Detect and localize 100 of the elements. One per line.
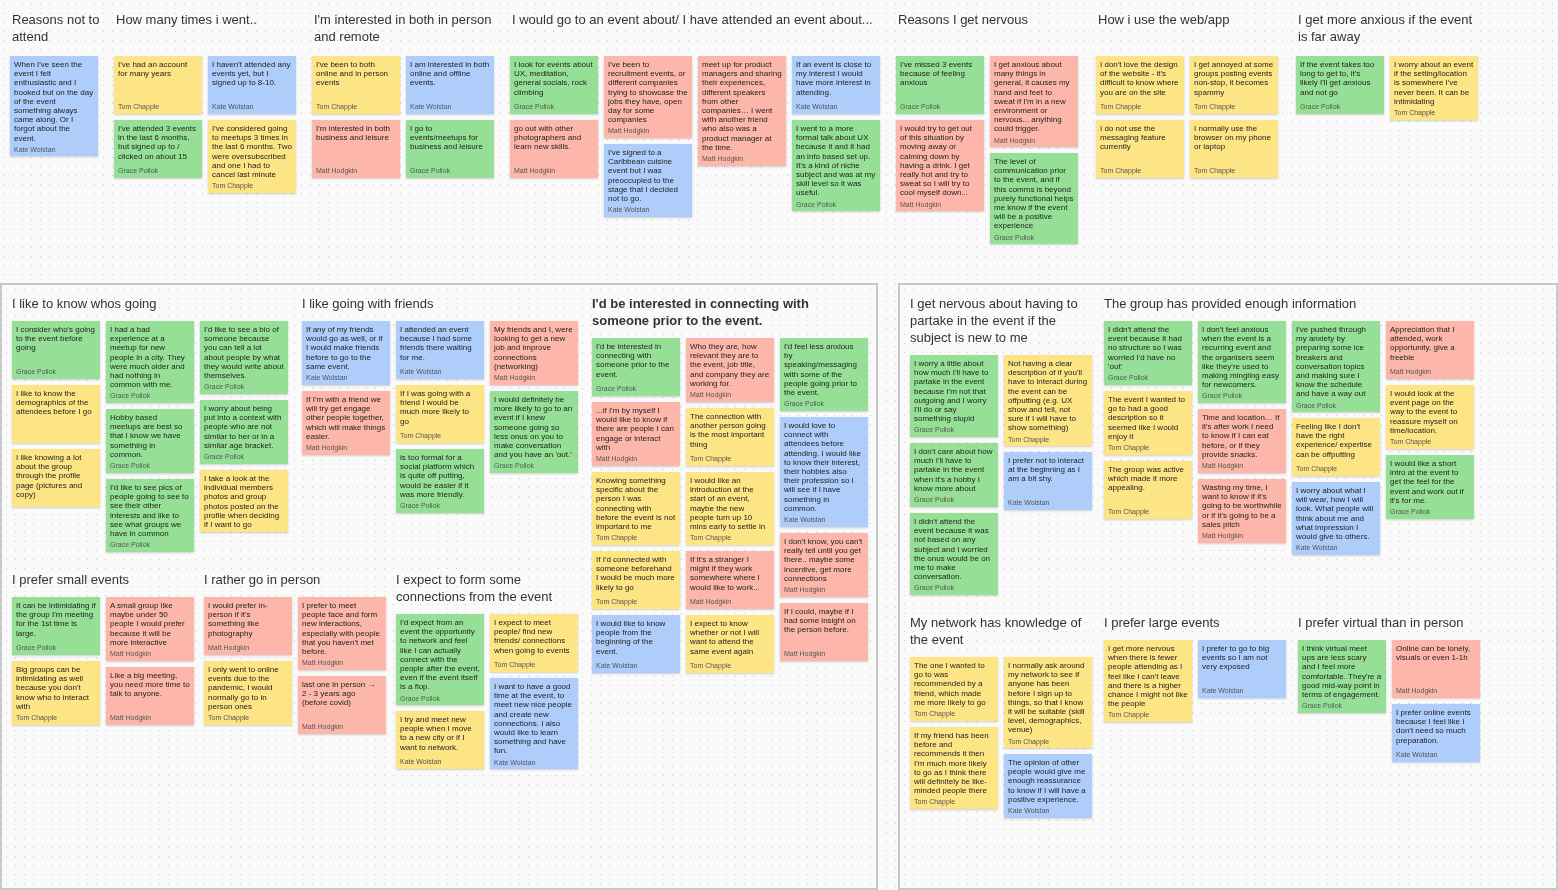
- note-text: I'm interested in both business and leisure: [316, 124, 391, 143]
- note-text: If the event takes too long to get to, it's likely I'll get anxious and not go: [1300, 60, 1376, 97]
- sticky-note: [1392, 640, 1480, 698]
- board-panel: [898, 283, 1558, 890]
- sticky-note: [1104, 391, 1192, 455]
- sticky-note: [12, 321, 100, 379]
- note-text: I would definitely be more likely to go to an event if I knew someone going so less onus on you to make conversation and you have an 'out.': [494, 395, 574, 460]
- sticky-note: [406, 120, 494, 178]
- sticky-note: [106, 409, 194, 473]
- sticky-note: [592, 551, 680, 609]
- note-text: I do not use the messaging feature currently: [1100, 124, 1167, 152]
- note-text: The connection with another person going is the most important thing: [690, 412, 767, 449]
- note-text: If my friend has been before and recommends it then I'm much more likely to go as I think there will definitely be like-minded people there: [914, 731, 990, 796]
- sticky-note: [1296, 56, 1384, 114]
- note-text: I worry about an event if the setting/location is somewhere I've never been. It can be intimidating: [1394, 60, 1474, 106]
- sticky-note: [312, 120, 400, 178]
- sticky-note: [592, 472, 680, 545]
- cluster-heading: I prefer large events: [1104, 615, 1221, 632]
- sticky-note: [114, 120, 202, 178]
- sticky-note: [490, 321, 578, 385]
- note-text: I think virtual meet ups are less scary and I feel more comfortable. They're a good mid-way point in terms of engagement.: [1302, 644, 1382, 700]
- note-text: If I could, maybe if I had some insight on the person before.: [784, 607, 857, 635]
- sticky-note: [106, 667, 194, 725]
- sticky-note: [200, 321, 288, 394]
- sticky-note: [1104, 461, 1192, 519]
- sticky-note: [990, 56, 1078, 148]
- sticky-note: [510, 120, 598, 178]
- sticky-note: [792, 56, 880, 114]
- sticky-note: [208, 56, 296, 114]
- note-text: The opinion of other people would give me enough reassurance to know if I will have a positive experience.: [1008, 758, 1087, 804]
- sticky-note: [208, 120, 296, 193]
- note-text: I normally ask around my network to see if anyone has been before I sign up to things, so that I know it will be suitable (skill level, demographics, venue): [1008, 661, 1086, 735]
- note-text: I would look at the event page on the way to the event to reassure myself on time/location.: [1390, 389, 1459, 435]
- note-text: Feeling like I don't have the right experience/ expertise can be offputting: [1296, 422, 1374, 459]
- sticky-note: [1004, 754, 1092, 818]
- cluster-heading: I get more anxious if the event is far away: [1298, 12, 1474, 46]
- cluster-heading: I rather go in person: [204, 572, 322, 589]
- note-text: Hobby based meetups are best so that I know we have something in common.: [110, 413, 184, 459]
- sticky-note: [1390, 56, 1478, 120]
- note-text: The one I wanted to go to was recommended by a friend, which made me more likely to go: [914, 661, 987, 707]
- sticky-note: [792, 120, 880, 212]
- note-text: When I've seen the event I felt enthusiastic and I booked but on the day of the event something always came along. Or I forgot about the event.: [14, 60, 94, 143]
- note-text: I prefer online events because I feel like I don't need so much preparation.: [1396, 708, 1472, 745]
- sticky-note: [406, 56, 494, 114]
- note-text: I prefer to meet people face and form new interactions, especially with people that you haven't met before.: [302, 601, 381, 657]
- note-text: I don't know, you can't really tell until you get there.. maybe some incentive, get more connections: [784, 537, 864, 583]
- note-text: I would like an introduction at the start of an event, maybe the new people turn up 10 mins early to settle in: [690, 476, 767, 532]
- sticky-note: [1386, 385, 1474, 449]
- sticky-note: [1004, 452, 1092, 510]
- sticky-note: [780, 338, 868, 411]
- sticky-note: [12, 449, 100, 507]
- sticky-note: [114, 56, 202, 114]
- sticky-note: [686, 615, 774, 673]
- sticky-note: [1292, 321, 1380, 413]
- note-text: I get anxious about many things in general, it causes my hand and feet to sweat if I'm in a new environment or nervous... anything could trigger.: [994, 60, 1071, 134]
- cluster-heading: Reasons I get nervous: [898, 12, 1030, 29]
- note-text: I prefer not to interact at the beginning as I am a bit shy.: [1008, 456, 1086, 484]
- note-text: Online can be lonely, visuals or even 1-1h: [1396, 644, 1472, 663]
- cluster-heading: I expect to form some connections from the event: [396, 572, 554, 606]
- note-text: ...if I'm by myself I would like to know if there are people I can engage or interact with: [596, 406, 675, 452]
- cluster-heading: The group has provided enough information: [1104, 296, 1358, 313]
- note-text: I worry a little about how much I'll have to partake in the event because I'm not that outgoing and I worry I'll do or say something stupid: [914, 359, 990, 424]
- sticky-note: [780, 533, 868, 597]
- note-text: is too formal for a social platform which is quite off putting, would be easier if it was more friendly.: [400, 453, 476, 499]
- sticky-note: [1104, 640, 1192, 722]
- sticky-note: [312, 56, 400, 114]
- sticky-note: [490, 391, 578, 473]
- note-text: I'd expect from an event the opportunity to network and feel like I can actually connect with the people after the event, even if the event itself is a flop.: [400, 618, 480, 692]
- sticky-note: [686, 408, 774, 466]
- note-text: I had a bad experience at a meetup for new people in a city. They were much older and had nothing in common with me.: [110, 325, 186, 390]
- note-text: If I'd connected with someone beforehand I would be much more likely to go: [596, 555, 676, 592]
- cluster-heading: How i use the web/app: [1098, 12, 1231, 29]
- sticky-note: [1104, 321, 1192, 385]
- note-text: I didn't attend the event because it was not based on any subject and I worried the onus would be on me to make conversation.: [914, 517, 992, 582]
- note-text: A small group like maybe under 50 people I would prefer because it will be more interactive: [110, 601, 186, 647]
- sticky-note: [298, 676, 386, 734]
- note-text: I only went to online events due to the pandemic, I would normally go to in person ones: [208, 665, 280, 711]
- note-text: I've considered going to meetups 3 times in the last 6 months. Two were oversubscribed and one I had to cancel last minute: [212, 124, 292, 180]
- sticky-note: [686, 472, 774, 545]
- sticky-note: [780, 603, 868, 661]
- sticky-note: [698, 56, 786, 166]
- note-text: I try and meet new people when I move to a new city or if I want to network.: [400, 715, 473, 752]
- sticky-note: [1096, 120, 1184, 178]
- sticky-note: [510, 56, 598, 114]
- sticky-note: [12, 385, 100, 443]
- note-text: If an event is close to my interest I would have more interest in attending.: [796, 60, 873, 97]
- note-text: meet up for product managers and sharing their experiences, different speakers from other companies… I went with another friend who also was a product manager at the time.: [702, 60, 782, 152]
- cluster-heading: I prefer virtual than in person: [1298, 615, 1465, 632]
- sticky-note: [592, 402, 680, 466]
- note-text: I've had an account for many years: [118, 60, 189, 79]
- sticky-note: [1292, 482, 1380, 555]
- note-text: If I'm with a friend we will try get engage other people together, which will make things easier.: [306, 395, 386, 441]
- sticky-note: [1198, 321, 1286, 403]
- note-text: I've been to both online and in person events: [316, 60, 390, 88]
- cluster-heading: Reasons not to attend: [12, 12, 100, 46]
- note-text: I get more nervous when there is fewer people attending as I feel like I can't leave and there is a higher chance I might not like the people: [1108, 644, 1188, 709]
- note-text: I would love to connect with attendees before attending. I would like to know their interest, their hobbies also their profession so I will see if I have something in common.: [784, 421, 862, 513]
- sticky-note: [302, 321, 390, 385]
- sticky-note: [686, 551, 774, 609]
- sticky-note: [302, 391, 390, 455]
